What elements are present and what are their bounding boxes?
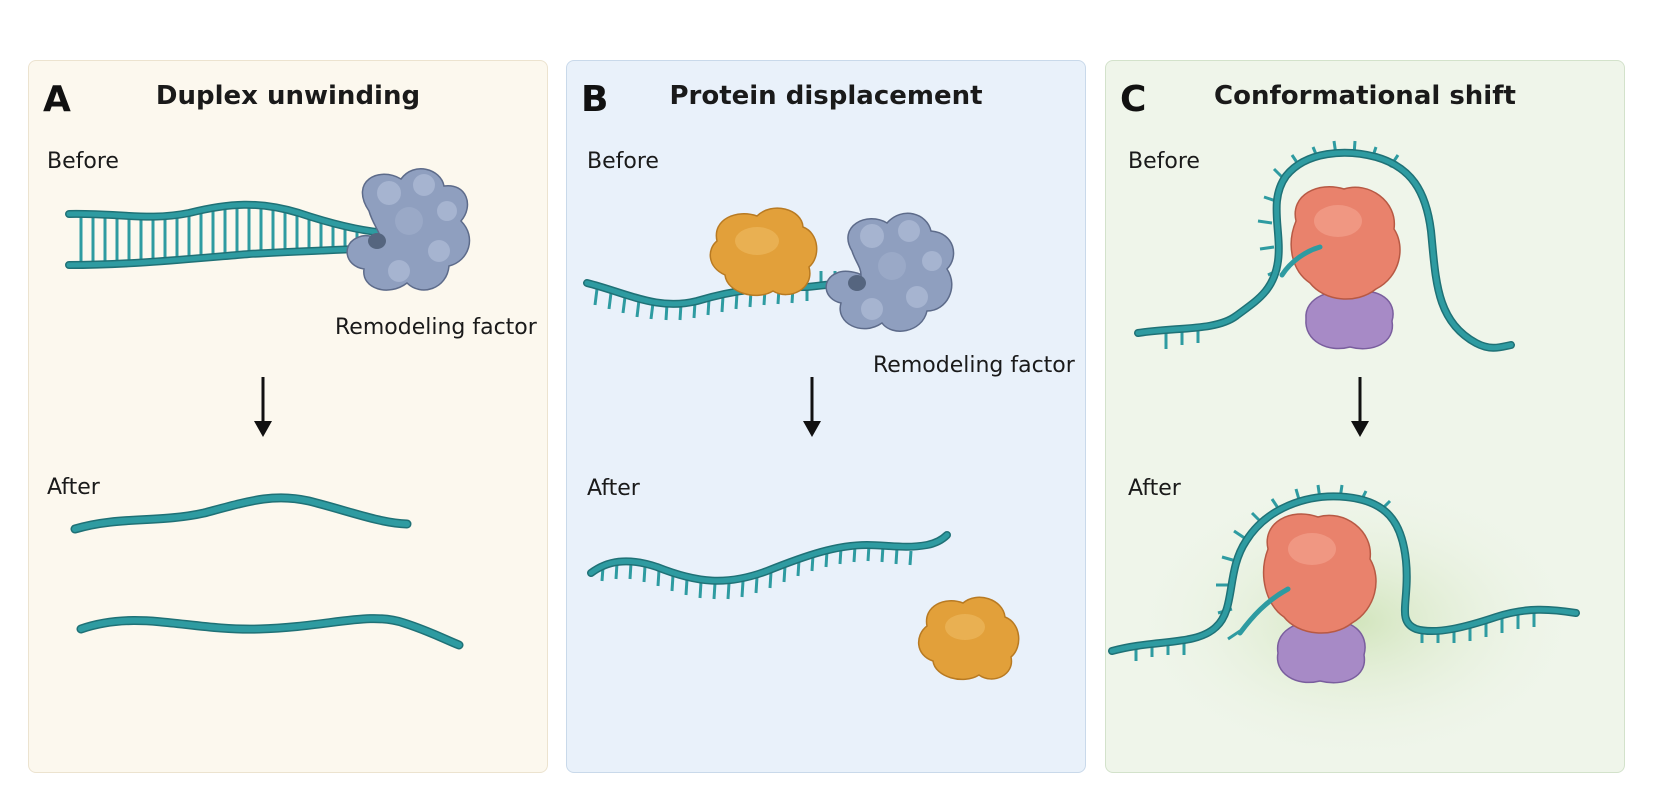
protein-displacement-illustration: [583, 207, 1020, 681]
before-red-protein: [1290, 186, 1401, 300]
before-label: Before: [1128, 149, 1200, 174]
before-label: Before: [587, 149, 659, 174]
duplex-unwinding-illustration: [65, 168, 471, 650]
after-label: After: [587, 476, 640, 501]
conformational-shift-illustration: [1108, 140, 1586, 766]
before-label: Before: [47, 149, 119, 174]
transition-arrow: [1351, 377, 1369, 437]
panel-letter: B: [581, 79, 609, 120]
transition-arrow: [803, 377, 821, 437]
after-red-protein: [1262, 513, 1377, 634]
after-label: After: [47, 475, 100, 500]
after-label: After: [1128, 476, 1181, 501]
panel-letter: C: [1120, 79, 1147, 120]
remodeling-factor-label: Remodeling factor: [873, 353, 1075, 378]
panel-title: Protein displacement: [669, 81, 983, 111]
before-purple-protein: [1305, 290, 1394, 350]
remodeling-factor-label: Remodeling factor: [335, 315, 537, 340]
panel-protein-displacement: B Protein displacement Before After Remo…: [566, 60, 1086, 773]
remodeling-factor-blob: [346, 168, 471, 291]
panel-conformational-shift: C Conformational shift Before After: [1105, 60, 1625, 773]
panel-letter: A: [43, 79, 71, 120]
panel-title: Duplex unwinding: [155, 81, 421, 111]
remodeling-factor-blob: [825, 212, 955, 332]
transition-arrow: [254, 377, 272, 437]
panel-title: Conformational shift: [1214, 81, 1516, 111]
panel-duplex-unwinding: A Duplex unwinding Before After Remodeli…: [28, 60, 548, 773]
